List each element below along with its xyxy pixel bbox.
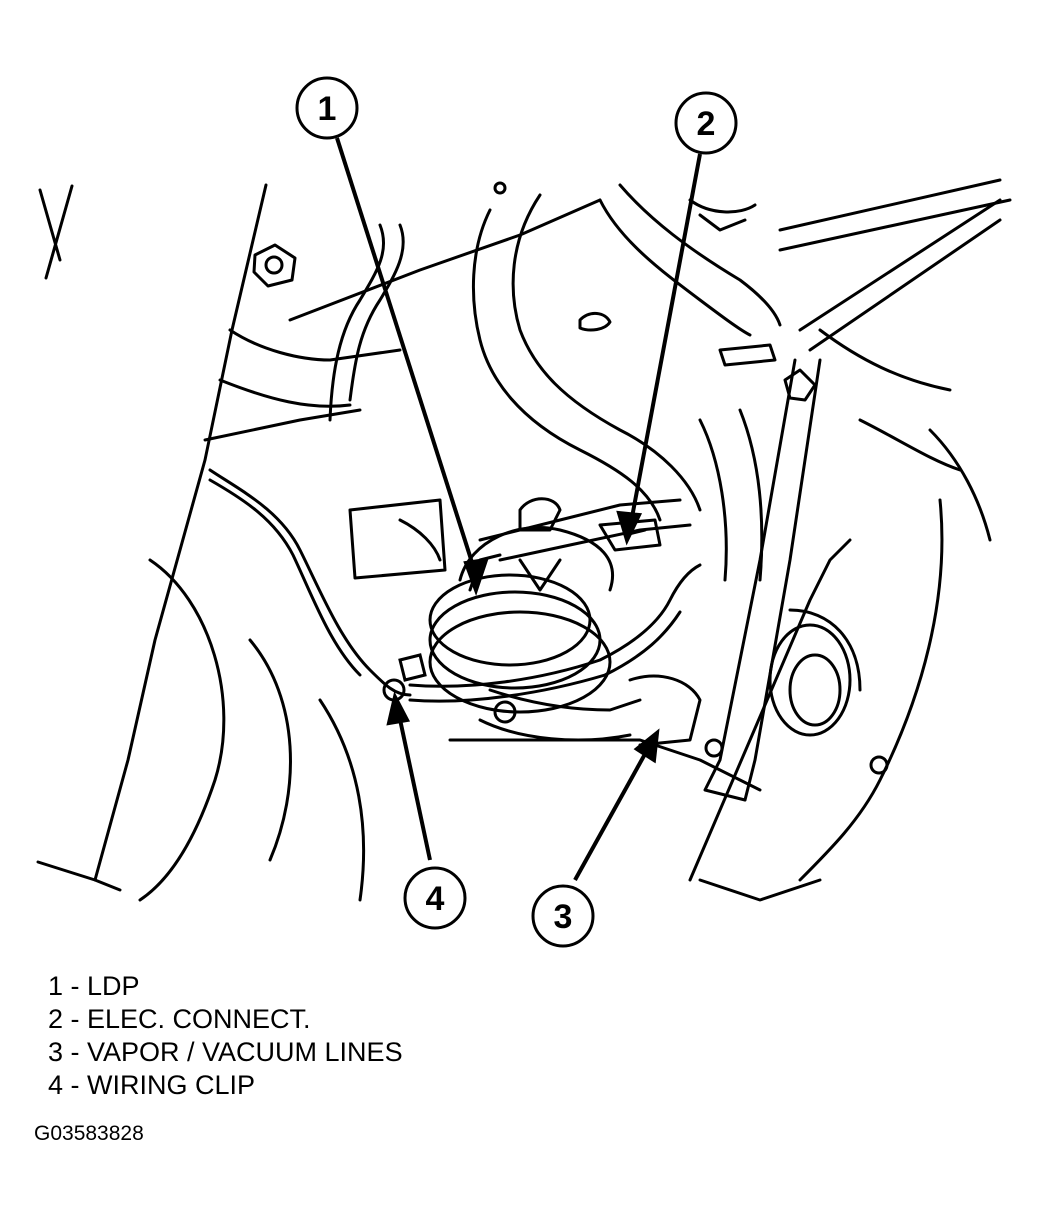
figure-id: G03583828 [34, 1122, 144, 1145]
leader-line-1 [335, 137, 478, 576]
engine-bay-line-art [36, 178, 1012, 902]
callout-2: 2 [674, 91, 738, 155]
arrowhead-3 [633, 728, 660, 764]
leader-line-3 [573, 744, 652, 881]
wiring-clip [382, 653, 427, 702]
arrowhead-1 [463, 557, 489, 597]
callout-number-3: 3 [554, 898, 573, 936]
callout-number-1: 1 [318, 90, 337, 128]
legend-item-ldp: 1 - LDP [48, 971, 140, 1001]
arrowhead-2 [616, 510, 643, 546]
legend-item-vapor-vacuum-lines: 3 - VAPOR / VACUUM LINES [48, 1037, 403, 1067]
leader-line-2 [628, 153, 702, 529]
legend: 1 - LDP 2 - ELEC. CONNECT. 3 - VAPOR / V… [48, 970, 403, 1102]
legend-item-wiring-clip: 4 - WIRING CLIP [48, 1070, 256, 1100]
leader-lines [335, 137, 702, 881]
legend-item-elec-connect: 2 - ELEC. CONNECT. [48, 1004, 311, 1034]
callout-number-4: 4 [426, 880, 445, 918]
callout-1: 1 [295, 76, 359, 140]
callout-4: 4 [403, 866, 467, 930]
arrowhead-4 [386, 691, 411, 726]
leader-line-4 [396, 709, 432, 861]
callout-3: 3 [531, 884, 595, 948]
callout-number-2: 2 [697, 105, 716, 143]
